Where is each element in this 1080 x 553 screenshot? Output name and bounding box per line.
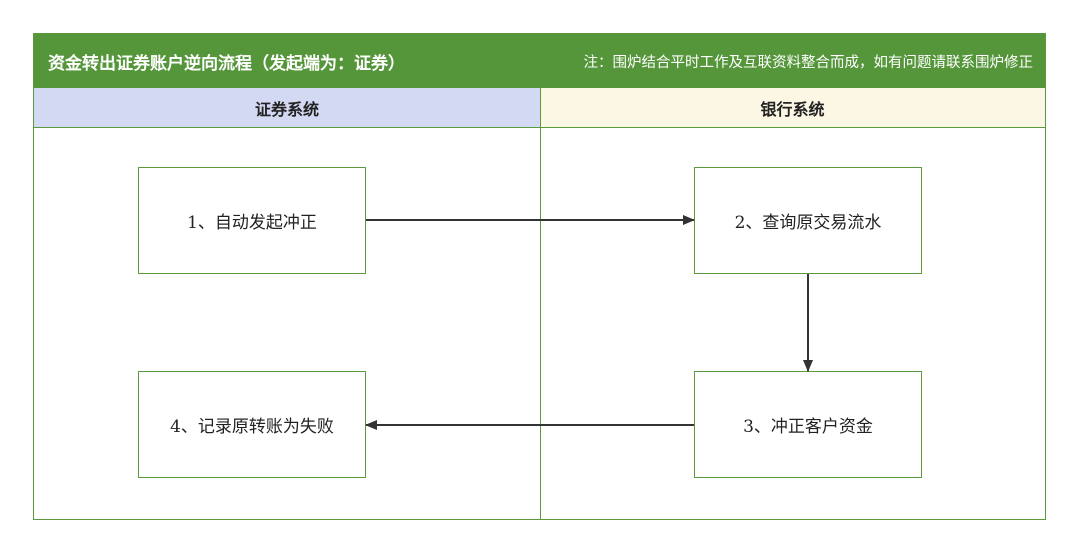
step-label-1: 1、自动发起冲正 (187, 213, 317, 233)
lane-header-bank: 银行系统 (540, 88, 1045, 128)
step-label-3: 3、冲正客户资金 (743, 417, 873, 437)
title-bar: 资金转出证券账户逆向流程（发起端为：证券） 注：围炉结合平时工作及互联资料整合而… (34, 34, 1045, 88)
lane-divider (540, 88, 541, 519)
diagram-title: 资金转出证券账户逆向流程（发起端为：证券） (48, 53, 405, 74)
step-label-4: 4、记录原转账为失败 (170, 417, 334, 437)
diagram-note: 注：围炉结合平时工作及互联资料整合而成，如有问题请联系围炉修正 (583, 54, 1034, 71)
diagram-frame: 资金转出证券账户逆向流程（发起端为：证券） 注：围炉结合平时工作及互联资料整合而… (33, 33, 1046, 520)
lane-header-securities: 证券系统 (34, 88, 540, 128)
step-box-4: 4、记录原转账为失败 (138, 371, 366, 478)
step-box-1: 1、自动发起冲正 (138, 167, 366, 274)
flow-arrows (365, 215, 813, 430)
step-box-2: 2、查询原交易流水 (694, 167, 922, 274)
step-box-3: 3、冲正客户资金 (694, 371, 922, 478)
step-label-2: 2、查询原交易流水 (734, 213, 882, 233)
